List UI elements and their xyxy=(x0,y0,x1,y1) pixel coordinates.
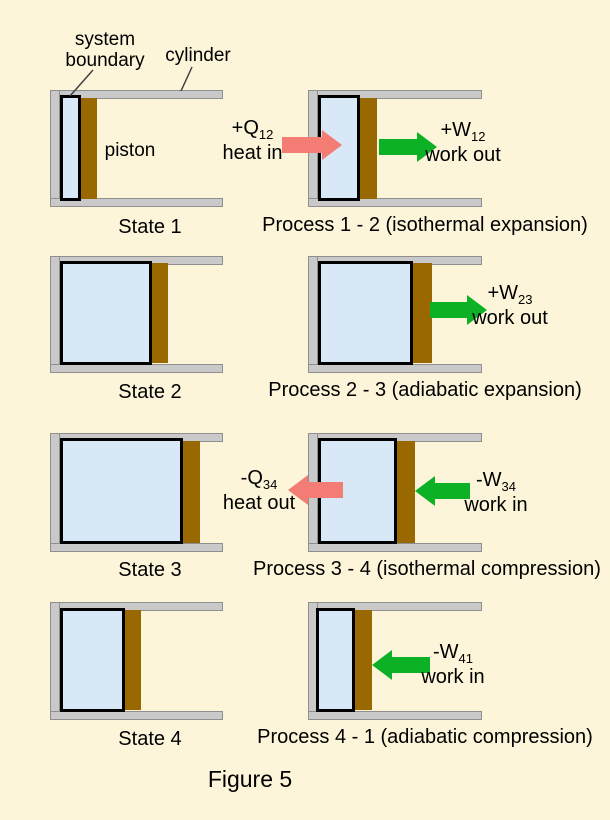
state-1-label: State 1 xyxy=(118,216,182,238)
cylinder-process-2-3 xyxy=(308,256,482,373)
piston xyxy=(81,98,97,199)
work-caption: work in xyxy=(421,666,485,688)
heat-in-arrow xyxy=(282,130,342,160)
process-4-1-label: Process 4 - 1 (adiabatic compression) xyxy=(257,726,593,748)
work-in-arrow xyxy=(372,650,430,680)
arrow-shaft xyxy=(434,483,470,499)
piston xyxy=(355,610,372,710)
cylinder-bottom-wall xyxy=(50,364,223,373)
piston xyxy=(397,441,415,543)
cylinder-bottom-wall xyxy=(308,198,482,207)
system-boundary-label-line2: boundary xyxy=(65,50,145,71)
work-caption: work in xyxy=(464,494,528,516)
system-boundary-label-line1: system xyxy=(74,29,136,50)
arrow-head xyxy=(372,650,392,680)
gas-system-boundary xyxy=(60,438,183,544)
work-out-label: +W23 work out xyxy=(460,281,560,331)
heat-symbol: +Q12 xyxy=(231,117,274,142)
work-out-arrow xyxy=(430,295,487,325)
cylinder-bottom-wall xyxy=(308,364,482,373)
arrow-head xyxy=(467,295,487,325)
cylinder-left-wall xyxy=(308,256,318,373)
heat-out-label: -Q34 heat out xyxy=(209,466,309,516)
gas-system-boundary xyxy=(318,261,413,365)
cylinder-bottom-wall xyxy=(308,543,482,552)
leader-lines xyxy=(69,66,193,97)
cylinder-process-4-1 xyxy=(308,602,482,720)
gas-system-boundary xyxy=(60,608,125,712)
cylinder-state-4 xyxy=(50,602,223,720)
arrow-shaft xyxy=(282,137,323,153)
cylinder-state-2 xyxy=(50,256,223,373)
arrow-head xyxy=(415,476,435,506)
work-symbol: -W34 xyxy=(475,469,516,494)
state-4-label: State 4 xyxy=(118,728,182,750)
gas-system-boundary xyxy=(60,261,152,365)
heat-symbol: -Q34 xyxy=(240,467,278,492)
cylinder-label: cylinder xyxy=(165,45,231,66)
heat-caption: heat out xyxy=(222,492,296,514)
cylinder-left-wall xyxy=(50,433,60,552)
cylinder-bottom-wall xyxy=(50,198,223,207)
work-symbol: -W41 xyxy=(432,641,473,666)
heat-out-arrow xyxy=(288,475,343,505)
arrow-shaft xyxy=(379,139,418,155)
cylinder-left-wall xyxy=(50,90,60,207)
work-in-arrow xyxy=(415,476,470,506)
work-in-label: -W41 work in xyxy=(403,640,503,690)
gas-system-boundary xyxy=(60,95,81,201)
figure-caption: Figure 5 xyxy=(207,766,293,792)
piston xyxy=(413,263,432,363)
work-caption: work out xyxy=(425,144,501,166)
cylinder-left-wall xyxy=(50,256,60,373)
gas-system-boundary xyxy=(316,608,355,712)
arrow-shaft xyxy=(307,482,343,498)
process-3-4-label: Process 3 - 4 (isothermal compression) xyxy=(253,558,601,580)
process-2-3-label: Process 2 - 3 (adiabatic expansion) xyxy=(268,379,582,401)
work-out-label: +W12 work out xyxy=(413,118,513,168)
cylinder-state-3 xyxy=(50,433,223,552)
heat-caption: heat in xyxy=(222,142,283,164)
cylinder-bottom-wall xyxy=(308,711,482,720)
cylinder-state-1 xyxy=(50,90,223,207)
work-out-arrow xyxy=(379,132,437,162)
work-symbol: +W12 xyxy=(440,119,486,144)
system-boundary-label: system boundary xyxy=(45,29,165,71)
work-caption: work out xyxy=(472,307,548,329)
process-1-2-label: Process 1 - 2 (isothermal expansion) xyxy=(262,214,588,236)
piston xyxy=(125,610,141,710)
arrow-shaft xyxy=(391,657,430,673)
work-symbol: +W23 xyxy=(487,282,533,307)
work-in-label: -W34 work in xyxy=(446,468,546,518)
piston xyxy=(152,263,168,363)
arrow-shaft xyxy=(430,302,468,318)
cylinder-left-wall xyxy=(50,602,60,720)
arrow-head xyxy=(322,130,342,160)
heat-in-label: +Q12 heat in xyxy=(200,116,305,166)
state-3-label: State 3 xyxy=(118,559,182,581)
system-boundary-leader-line xyxy=(69,69,94,97)
cylinder-leader-line xyxy=(180,66,193,92)
arrow-head xyxy=(288,475,308,505)
cylinder-bottom-wall xyxy=(50,543,223,552)
piston xyxy=(360,98,377,199)
piston xyxy=(183,441,200,543)
state-2-label: State 2 xyxy=(118,381,182,403)
cylinder-bottom-wall xyxy=(50,711,223,720)
arrow-head xyxy=(417,132,437,162)
piston-label: piston xyxy=(104,140,156,161)
